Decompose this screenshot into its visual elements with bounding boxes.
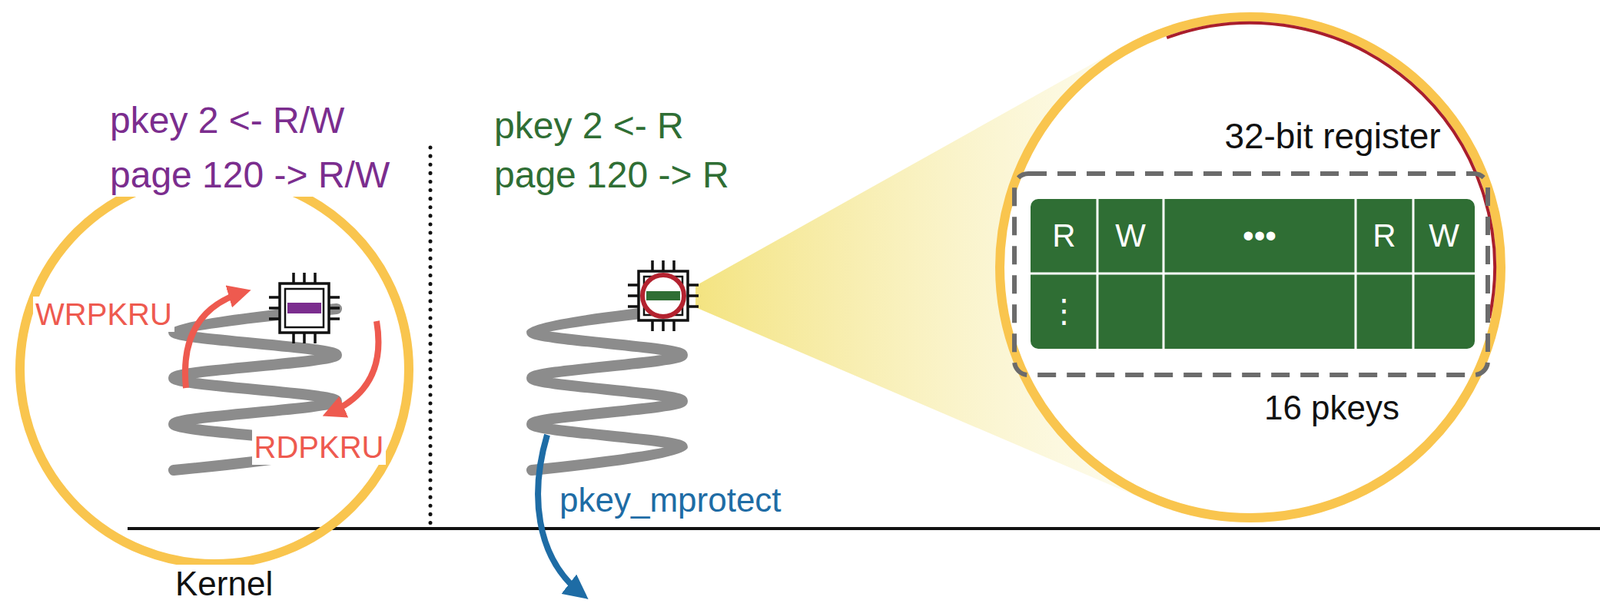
table-grid-line bbox=[1030, 272, 1475, 276]
register-bit-cell: W bbox=[1115, 217, 1146, 255]
rdpkru-arrow bbox=[328, 321, 379, 414]
register-bit-cell: R bbox=[1372, 217, 1396, 255]
kernel-boundary bbox=[127, 527, 1600, 531]
register-bit-cell: ⋮ bbox=[1048, 292, 1081, 330]
highlight-ring bbox=[19, 175, 409, 565]
instruction-label: RDPKRU bbox=[252, 429, 387, 465]
syscall-label: pkey_mprotect bbox=[556, 481, 785, 521]
wrpkru-arrow bbox=[185, 292, 245, 389]
register-caption: 16 pkeys bbox=[1264, 388, 1400, 429]
register-table bbox=[1030, 199, 1475, 349]
register-bit-cell: W bbox=[1428, 217, 1460, 255]
state-label: page 120 -> R/W bbox=[106, 153, 393, 196]
register-bit-cell: R bbox=[1052, 217, 1076, 255]
highlight-ring bbox=[999, 16, 1501, 518]
state-label: pkey 2 <- R/W bbox=[106, 99, 348, 142]
register-title: 32-bit register bbox=[1224, 116, 1441, 157]
dashed-frame bbox=[1014, 173, 1488, 376]
node-outline bbox=[1012, 171, 1491, 378]
thread-spring bbox=[531, 308, 683, 471]
register-bit-cell: ••• bbox=[1242, 217, 1277, 255]
inner-ring bbox=[1166, 23, 1495, 319]
cpu-chip bbox=[268, 272, 340, 344]
node-outline bbox=[15, 170, 414, 569]
pkru-instructions-circle: WRPKRU RDPKRU bbox=[15, 170, 414, 569]
divider-line bbox=[428, 147, 433, 531]
pkru-register: RW•••RW⋮ bbox=[1012, 171, 1491, 378]
cpu-chip bbox=[627, 260, 699, 332]
zoom-circle: RW•••RW⋮32-bit register16 pkeys bbox=[995, 12, 1506, 523]
state-label: page 120 -> R bbox=[491, 153, 733, 196]
state-label: pkey 2 <- R bbox=[491, 104, 688, 147]
instruction-label: WRPKRU bbox=[33, 296, 175, 332]
kernel-label: Kernel bbox=[172, 564, 276, 605]
